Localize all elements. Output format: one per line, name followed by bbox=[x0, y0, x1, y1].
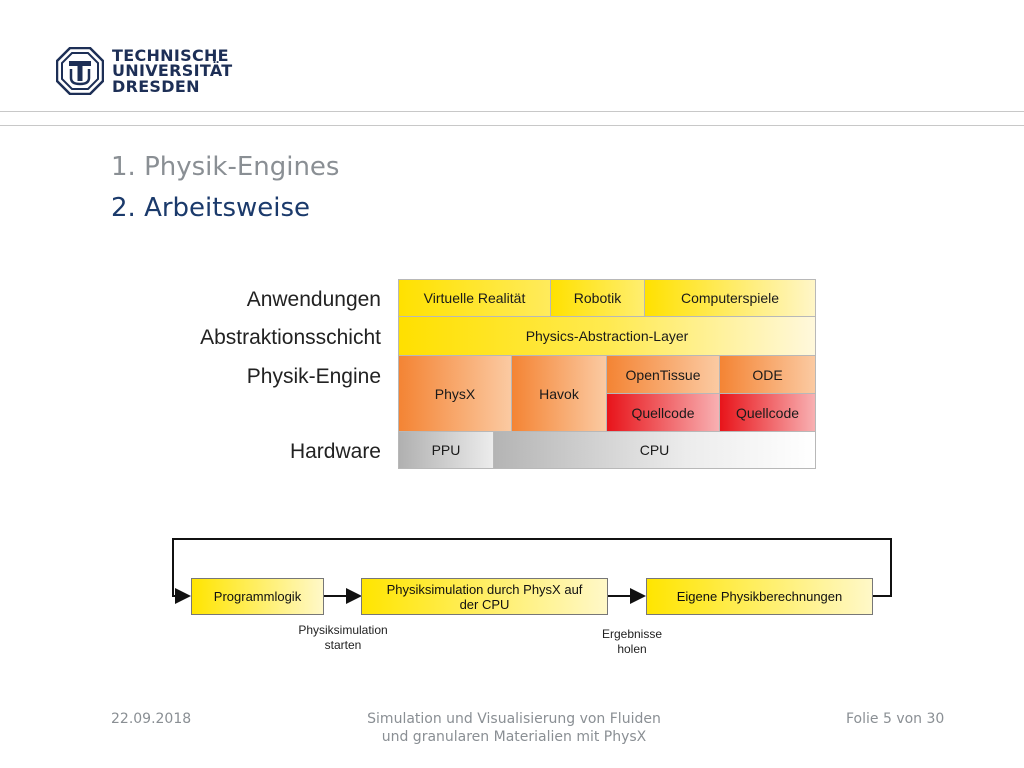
agenda-item-arbeitsweise: 2. Arbeitsweise bbox=[111, 193, 311, 223]
caption-line: Physiksimulation bbox=[298, 623, 388, 637]
flow-box-physiksimulation-line1: Physiksimulation durch PhysX auf bbox=[386, 581, 583, 597]
flow-box-physiksimulation: Physiksimulation durch PhysX auf der CPU bbox=[361, 578, 608, 615]
cell-physx: PhysX bbox=[398, 355, 512, 432]
header-divider bbox=[0, 111, 1024, 112]
caption-ergebnisse-holen: Ergebnisse holen bbox=[580, 627, 684, 657]
agenda-item-physik-engines: 1. Physik-Engines bbox=[111, 152, 340, 182]
logo-line: DRESDEN bbox=[112, 76, 200, 96]
cell-physics-abstraction-layer: Physics-Abstraction-Layer bbox=[398, 316, 816, 356]
logo-line: TECHNISCHE bbox=[112, 45, 229, 65]
cell-quellcode-opentissue: Quellcode bbox=[606, 393, 720, 432]
flow-box-programmlogik: Programmlogik bbox=[191, 578, 324, 615]
logo-line: UNIVERSITÄT bbox=[112, 61, 233, 81]
footer-title: Simulation und Visualisierung von Fluide… bbox=[344, 710, 684, 746]
flow-box-physiksimulation-line2: der CPU bbox=[459, 596, 510, 612]
footer-title-line: Simulation und Visualisierung von Fluide… bbox=[367, 711, 661, 727]
caption-line: starten bbox=[324, 638, 362, 652]
cell-computerspiele: Computerspiele bbox=[644, 279, 816, 317]
tu-dresden-logo: TECHNISCHE UNIVERSITÄT DRESDEN bbox=[56, 47, 232, 95]
caption-line: holen bbox=[617, 642, 647, 656]
flow-box-eigene-physikberechnungen: Eigene Physikberechnungen bbox=[646, 578, 873, 615]
cell-cpu: CPU bbox=[493, 431, 816, 469]
caption-line: Ergebnisse bbox=[601, 627, 663, 641]
tu-dresden-logo-icon bbox=[56, 47, 104, 95]
logo-text: TECHNISCHE UNIVERSITÄT DRESDEN bbox=[112, 48, 232, 95]
cell-quellcode-ode: Quellcode bbox=[719, 393, 816, 432]
footer-date: 22.09.2018 bbox=[111, 711, 192, 727]
footer-title-line: und granularen Materialien mit PhysX bbox=[381, 729, 647, 745]
layer-label-anwendungen: Anwendungen bbox=[246, 288, 381, 311]
caption-physiksimulation-starten: Physiksimulation starten bbox=[283, 623, 403, 653]
loop-back-arrow bbox=[172, 538, 892, 604]
layer-label-abstraktion: Abstraktionsschicht bbox=[200, 326, 381, 349]
layer-label-hardware: Hardware bbox=[289, 440, 381, 463]
header-divider-lower bbox=[0, 125, 1024, 126]
layer-label-engine: Physik-Engine bbox=[246, 365, 381, 388]
cell-robotik: Robotik bbox=[550, 279, 645, 317]
footer-slide-number: Folie 5 von 30 bbox=[846, 711, 945, 727]
cell-opentissue: OpenTissue bbox=[606, 355, 720, 394]
cell-ppu: PPU bbox=[398, 431, 494, 469]
